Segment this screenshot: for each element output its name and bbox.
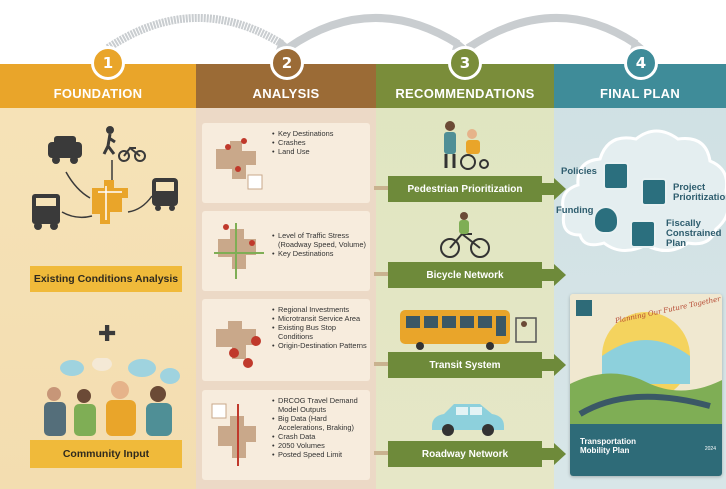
truck-icon (32, 194, 60, 230)
project-prioritization-label: Project Prioritization (673, 182, 726, 203)
map-icon (216, 138, 263, 190)
pedestrian-icon (102, 126, 116, 155)
bus-icon (152, 178, 178, 211)
funding-shield-icon (593, 206, 619, 234)
map-icon (211, 403, 256, 466)
connector-dash (374, 451, 388, 455)
flow-arrow-2-3 (285, 14, 461, 52)
recommendation-bicycle-network: Bicycle Network (388, 262, 542, 288)
community-people-illustration (44, 358, 180, 436)
fiscally-constrained-plan-label: Fiscally Constrained Plan (666, 218, 722, 249)
connector-dash (374, 186, 388, 190)
analysis-panel-4: DRCOG Travel Demand Model Outputs Big Da… (202, 390, 370, 480)
report-title: Transportation Mobility Plan (580, 437, 636, 455)
bicycle-icon (118, 146, 146, 162)
list-item: Land Use (272, 147, 368, 156)
transportation-modes-illustration (32, 126, 178, 230)
funding-label: Funding (556, 205, 594, 216)
list-item: Existing Bus Stop Conditions (272, 323, 368, 341)
list-item: Level of Traffic Stress (Roadway Speed, … (272, 231, 368, 249)
analysis-list-4: DRCOG Travel Demand Model Outputs Big Da… (272, 396, 368, 459)
connector-dash (374, 272, 388, 276)
recommendation-roadway-network: Roadway Network (388, 441, 542, 467)
step-badge-1: 1 (91, 46, 125, 80)
list-item: Crash Data (272, 432, 368, 441)
step-badge-4: 4 (624, 46, 658, 80)
list-item: DRCOG Travel Demand Model Outputs (272, 396, 368, 414)
policy-document-icon (603, 162, 629, 190)
recommendation-transit-system: Transit System (388, 352, 542, 378)
plus-icon: ✚ (98, 322, 117, 347)
cyclist-illustration (440, 212, 490, 258)
map-icon (216, 321, 261, 368)
connector-arrow (542, 448, 554, 460)
list-item: Microtransit Service Area (272, 314, 368, 323)
arrow-right-icon (554, 443, 566, 465)
existing-conditions-label: Existing Conditions Analysis (30, 266, 182, 292)
step-badge-2: 2 (270, 46, 304, 80)
report-title-line-1: Transportation (580, 437, 637, 446)
car-icon (48, 136, 82, 164)
policies-label: Policies (561, 166, 597, 177)
analysis-panel-2: Level of Traffic Stress (Roadway Speed, … (202, 211, 370, 291)
map-icon (214, 223, 264, 279)
project-document-icon (641, 178, 667, 206)
list-item: Origin-Destination Patterns (272, 341, 368, 350)
report-year: 2024 (704, 446, 716, 452)
analysis-panel-1: Key Destinations Crashes Land Use (202, 123, 370, 203)
list-item: Posted Speed Limit (272, 450, 368, 459)
checklist-document-icon (630, 220, 656, 248)
recommendation-pedestrian-prioritization: Pedestrian Prioritization (388, 176, 542, 202)
analysis-list-3: Regional Investments Microtransit Servic… (272, 305, 368, 350)
list-item: Big Data (Hard Accelerations, Braking) (272, 414, 368, 432)
analysis-panel-3: Regional Investments Microtransit Servic… (202, 299, 370, 381)
list-item: 2050 Volumes (272, 441, 368, 450)
analysis-list-2: Level of Traffic Stress (Roadway Speed, … (272, 231, 368, 258)
analysis-list-1: Key Destinations Crashes Land Use (272, 129, 368, 156)
flow-arrow-3-4 (465, 14, 639, 52)
arrow-right-icon (554, 354, 566, 376)
step-badge-3: 3 (448, 46, 482, 80)
flow-arrow-1-2 (105, 14, 285, 52)
arrow-right-icon (554, 264, 566, 286)
report-illustration (570, 294, 722, 429)
list-item: Crashes (272, 138, 368, 147)
connector-arrow (542, 269, 554, 281)
city-map-icon (92, 180, 128, 224)
report-footer (570, 424, 722, 476)
connector-arrow (542, 359, 554, 371)
connector-dash (374, 362, 388, 366)
report-title-line-2: Mobility Plan (580, 446, 630, 455)
bus-illustration (400, 310, 537, 350)
list-item: Regional Investments (272, 305, 368, 314)
list-item: Key Destinations (272, 249, 368, 258)
list-item: Key Destinations (272, 129, 368, 138)
car-illustration (432, 404, 504, 436)
connector-arrow (542, 183, 554, 195)
plan-report-cover: Planning Our Future Together Transportat… (570, 294, 722, 476)
pedestrians-illustration (444, 121, 489, 170)
community-input-label: Community Input (30, 440, 182, 468)
